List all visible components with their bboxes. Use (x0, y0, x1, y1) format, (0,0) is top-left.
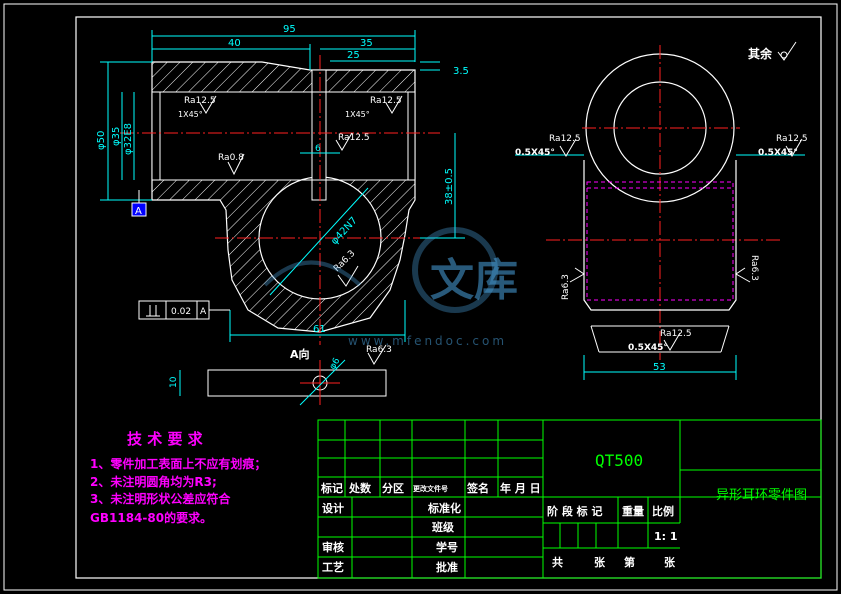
roughness-j: Ra6.3 (749, 255, 759, 281)
tb-approve: 批准 (436, 560, 458, 574)
roughness-f: Ra6.3 (366, 345, 392, 355)
tech-title: 技 术 要 求 (127, 430, 204, 448)
tb-check: 审核 (322, 540, 344, 554)
tb-scale: 比例 (652, 504, 674, 518)
watermark-text: 文库 (430, 255, 518, 306)
chamfer-5: 0.5X45° (628, 343, 668, 353)
side-dims (515, 154, 805, 380)
chamfer-4: 0.5X45° (758, 148, 798, 158)
roughness-d: Ra0.8 (218, 153, 244, 163)
tb-sheets: 共 (552, 555, 563, 569)
tb-docno: 更改文件号 (413, 484, 448, 493)
roughness-g: Ra12.5 (549, 134, 581, 144)
tb-di: 第 (624, 555, 635, 569)
a-view (179, 359, 387, 406)
tb-class: 班级 (432, 520, 455, 534)
dim-6: 6 (315, 144, 321, 154)
rest-roughness-symbol (777, 41, 797, 61)
chamfer-1: 1X45° (178, 110, 203, 119)
tb-craft: 工艺 (322, 560, 344, 574)
rest-roughness-label: 其余 (748, 46, 773, 61)
watermark-url: www.mfendoc.com (348, 334, 507, 348)
side-view (546, 45, 780, 360)
tb-mark: 标记 (320, 481, 343, 495)
front-dims (100, 30, 465, 342)
dim-phi6: φ6 (328, 356, 343, 371)
tb-date: 年 月 日 (500, 481, 541, 495)
front-view (120, 55, 440, 345)
dim-25: 25 (347, 50, 360, 61)
roughness-h: Ra12.5 (776, 134, 808, 144)
roughness-k: Ra12.5 (660, 329, 692, 339)
tb-zhang1: 张 (594, 555, 606, 569)
dim-61: 61 (313, 324, 326, 335)
tb-stage: 阶 段 标 记 (547, 504, 603, 518)
part-name: 异形耳环零件图 (716, 488, 807, 503)
dim-95: 95 (283, 24, 296, 35)
roughness-a: Ra12.5 (184, 96, 216, 106)
outer-border (3, 3, 838, 591)
roughness-b: Ra12.5 (370, 96, 402, 106)
dim-phi50: φ50 (96, 131, 107, 150)
dim-3-5: 3.5 (453, 66, 469, 77)
tb-zone: 分区 (382, 481, 404, 495)
tb-design: 设计 (322, 501, 344, 515)
tech-line-1: 1、零件加工表面上不应有划痕； (90, 456, 266, 471)
tolerance-value: 0.02 (171, 307, 191, 317)
tolerance-frame (138, 300, 230, 320)
tech-line-4: GB1184-80的要求。 (90, 510, 212, 525)
material: QT500 (595, 451, 643, 470)
roughness-c: Ra12.5 (338, 133, 370, 143)
title-block-grid (317, 419, 822, 579)
roughness-marks-side (559, 138, 803, 351)
tb-sid: 学号 (436, 540, 458, 554)
tb-sign: 签名 (466, 481, 489, 495)
tb-scale-value: 1: 1 (654, 530, 678, 543)
tb-count: 处数 (348, 481, 372, 495)
watermark (263, 227, 498, 313)
roughness-marks-front (199, 95, 403, 365)
datum-a-label: A (135, 206, 142, 217)
tech-line-2: 2、未注明圆角均为R3; (90, 474, 217, 489)
dim-10: 10 (169, 376, 179, 388)
dim-53: 53 (653, 362, 666, 373)
dim-phi32: φ32E8 (123, 123, 134, 155)
dim-35: 35 (360, 38, 373, 49)
tb-weight: 重量 (622, 504, 644, 518)
dim-phi35: φ35 (111, 127, 122, 146)
chamfer-3: 0.5X45° (515, 148, 555, 158)
view-label: A向 (290, 347, 310, 361)
dim-38: 38±0.5 (444, 168, 455, 205)
dim-40: 40 (228, 38, 241, 49)
roughness-i: Ra6.3 (561, 274, 571, 300)
tolerance-ref: A (200, 307, 207, 317)
tech-line-3: 3、未注明形状公差应符合 (90, 491, 231, 506)
chamfer-2: 1X45° (345, 110, 370, 119)
tb-std: 标准化 (427, 501, 461, 515)
tb-zhang2: 张 (664, 555, 676, 569)
